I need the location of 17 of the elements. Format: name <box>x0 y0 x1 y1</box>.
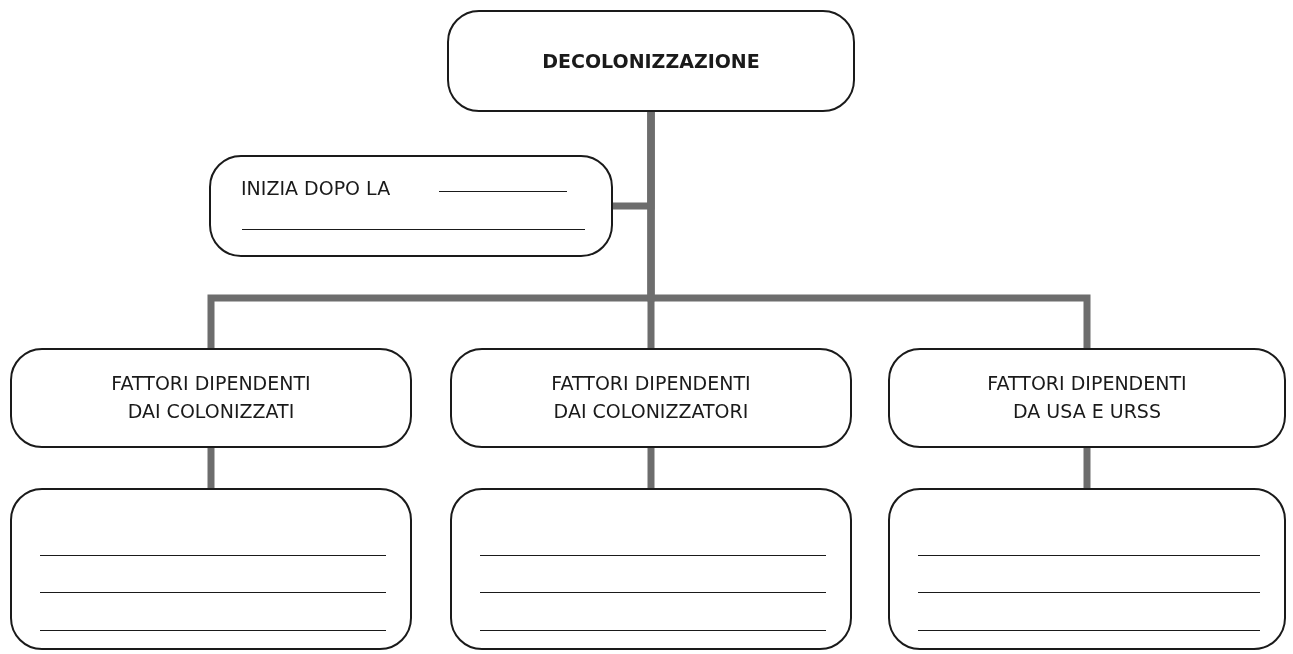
connector-line <box>647 112 1091 348</box>
title-text: DECOLONIZZAZIONE <box>542 50 760 72</box>
node-label: FATTORI DIPENDENTI DA USA E URSS <box>986 371 1188 424</box>
answer-box <box>450 488 852 650</box>
connector-line <box>207 448 215 488</box>
rounded-box <box>10 348 412 448</box>
connector-line <box>1083 448 1091 488</box>
answer-box <box>888 488 1286 650</box>
connector-line <box>647 448 655 488</box>
rounded-box <box>450 348 852 448</box>
node-label: FATTORI DIPENDENTI DAI COLONIZZATORI <box>550 371 752 424</box>
rounded-box <box>447 10 855 112</box>
rounded-box <box>888 348 1286 448</box>
answer-box <box>10 488 412 650</box>
rounded-box <box>209 155 613 257</box>
prompt-text: INIZIA DOPO LA <box>241 177 391 199</box>
node-label: FATTORI DIPENDENTI DAI COLONIZZATI <box>110 371 312 424</box>
